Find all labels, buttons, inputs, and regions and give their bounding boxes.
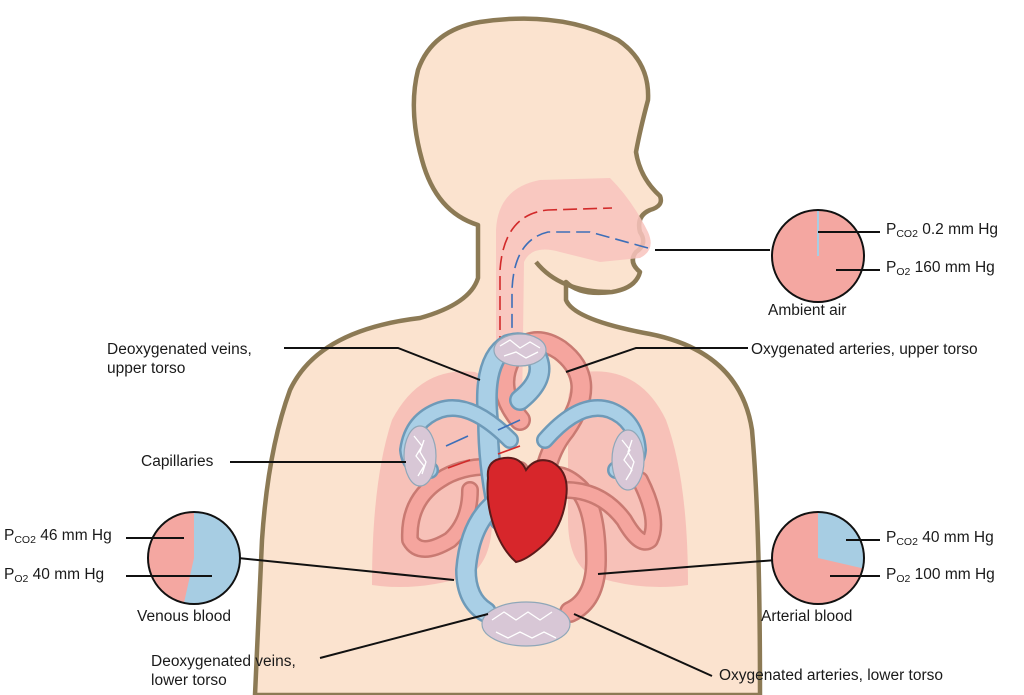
label-oxygenated-arteries-lower: Oxygenated arteries, lower torso bbox=[719, 667, 943, 684]
pie-leaders bbox=[126, 231, 880, 577]
ambient-pie-outline bbox=[771, 209, 865, 303]
airway-arrow-in bbox=[511, 231, 649, 390]
ambient-pco2: PCO2 0.2 mm Hg bbox=[886, 221, 999, 240]
ambient-caption: Ambient air bbox=[768, 302, 847, 319]
capillary-mesh bbox=[413, 339, 635, 639]
venous-po2: PO2 40 mm Hg bbox=[4, 566, 105, 585]
airway bbox=[496, 178, 651, 410]
label-capillaries: Capillaries bbox=[141, 453, 214, 470]
arterial-po2: PO2 100 mm Hg bbox=[886, 566, 995, 585]
arterial-co2-slice bbox=[818, 512, 864, 569]
venous-pie-outline bbox=[147, 511, 241, 605]
label-oxygenated-arteries-upper: Oxygenated arteries, upper torso bbox=[751, 341, 978, 358]
pie-venous-blood bbox=[147, 511, 241, 605]
leader-lines bbox=[230, 249, 777, 677]
blue-flow-arrow bbox=[445, 419, 521, 447]
heart bbox=[486, 456, 568, 564]
venous-co2-slice bbox=[183, 512, 241, 604]
arterial-caption: Arterial blood bbox=[761, 608, 853, 625]
capillary-beds bbox=[403, 333, 645, 647]
red-flow-arrow bbox=[447, 445, 521, 469]
venous-pco2: PCO2 46 mm Hg bbox=[4, 527, 112, 546]
pie-arterial-blood bbox=[771, 511, 865, 605]
venous-caption: Venous blood bbox=[137, 608, 231, 625]
arterial-pie-outline bbox=[771, 511, 865, 605]
label-deoxygenated-veins-lower: Deoxygenated veins, lower torso bbox=[151, 653, 296, 689]
label-deoxygenated-veins-upper: Deoxygenated veins, upper torso bbox=[107, 341, 252, 377]
pie-ambient-air bbox=[771, 209, 865, 303]
ambient-po2: PO2 160 mm Hg bbox=[886, 259, 995, 278]
airway-arrow-out bbox=[499, 207, 613, 390]
jaw-line bbox=[534, 260, 611, 295]
arterial-pco2: PCO2 40 mm Hg bbox=[886, 529, 994, 548]
